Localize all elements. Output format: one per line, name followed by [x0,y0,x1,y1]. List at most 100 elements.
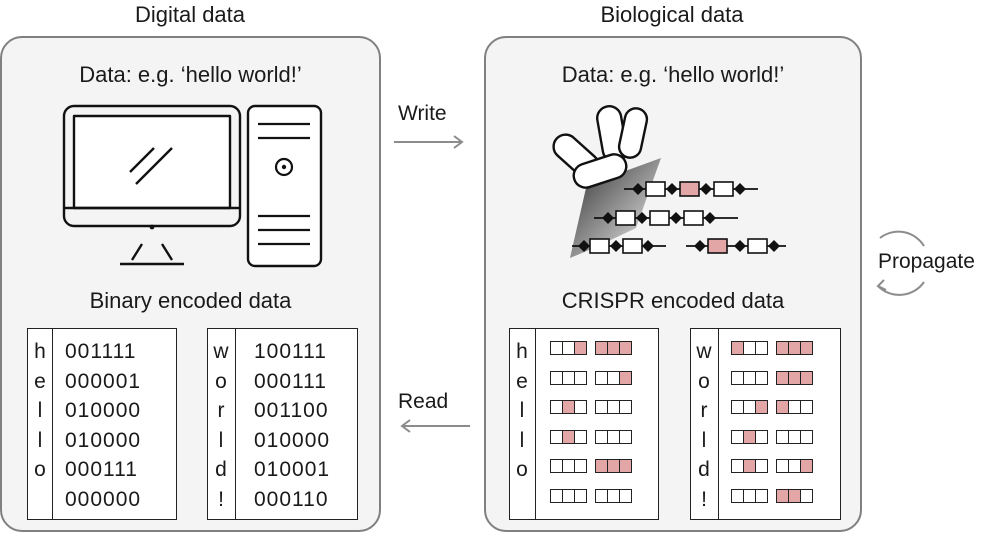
spacer-block-filled [800,370,814,385]
letter: w [213,340,229,363]
crispr-block-row [550,459,641,489]
letter: h [34,340,46,363]
binary-code: 010000 [65,428,142,452]
crispr-block-group [776,459,814,474]
binary-code: 100111 [254,340,327,363]
crispr-array-icon [572,181,786,254]
crispr-block-row [731,459,822,489]
crispr-block-row [550,370,641,401]
crispr-block-group [550,400,587,415]
spacer-block-empty [619,488,633,503]
crispr-block-group [550,488,587,503]
letter: ! [218,487,224,511]
letter: e [34,369,46,393]
binary-table-hello: h e l l o 001111 000001 010000 010000 00… [27,328,177,520]
binary-encoded-title: Binary encoded data [89,288,292,313]
crispr-block-row [731,370,822,401]
spacer-block-empty [573,488,587,503]
letter: d [698,458,710,482]
binary-code: 001111 [65,340,137,363]
letters-column: h e l l o [28,337,52,515]
crispr-block-group [595,400,633,415]
crispr-block-group [731,459,768,474]
crispr-block-group [776,400,814,415]
spacer-block-empty [800,488,814,503]
write-arrow [394,135,464,149]
letter: l [37,428,43,452]
binary-code: 000000 [65,487,142,511]
letter: r [217,399,225,423]
letters-column: w o r l d ! [209,337,233,515]
crispr-block-group [595,341,633,355]
crispr-blocks-column [731,341,822,519]
letter: l [519,428,525,452]
crispr-block-group [776,370,814,385]
letter: w [696,340,712,363]
crispr-block-row [731,341,822,371]
binary-code: 000111 [65,458,138,482]
biological-data-title: Data: e.g. ‘hello world!’ [561,62,785,87]
computer-monitor-icon [62,104,242,266]
spacer-block-filled [573,341,587,355]
write-label: Write [398,102,447,125]
codes-column: 100111 000111 001100 010000 010001 00011… [254,337,330,515]
crispr-block-group [731,488,768,503]
read-label: Read [398,390,449,413]
crispr-block-group [776,488,814,503]
spacer-block-filled [619,341,633,355]
spacer-block-empty [800,400,814,415]
crispr-block-group [731,341,768,355]
crispr-block-row [731,429,822,460]
binary-code: 000111 [254,369,327,393]
propagate-label: Propagate [878,250,975,273]
letter: l [701,428,707,452]
crispr-block-row [550,400,641,430]
crispr-block-group [731,429,768,444]
biological-data-heading: Biological data [600,2,744,27]
crispr-block-group [776,429,814,444]
crispr-block-row [550,488,641,519]
binary-table-world: w o r l d ! 100111 000111 001100 010000 … [207,328,358,520]
binary-code: 001100 [254,399,329,423]
spacer-block-filled [800,341,814,355]
letter: l [37,399,43,423]
letter: d [215,458,227,482]
read-arrow [400,419,470,433]
binary-code: 000110 [254,487,329,511]
digital-data-panel: Data: e.g. ‘hello world!’ Binary encod [0,36,381,532]
crispr-block-group [731,370,768,385]
crispr-block-group [595,370,633,385]
letter: e [516,369,528,393]
binary-code: 000001 [65,369,142,393]
crispr-block-row [731,400,822,430]
digital-data-heading: Digital data [134,2,246,27]
letters-column: w o r l d ! [692,337,716,515]
crispr-table-hello: h e l l o [509,328,659,520]
binary-code: 010000 [65,399,142,423]
biological-data-panel: Data: e.g. ‘hello world!’ [484,36,862,532]
letter: o [34,458,46,482]
spacer-block-empty [754,341,768,355]
bacteria-cells-icon [552,105,661,258]
binary-code: 010000 [254,428,331,452]
letter [510,485,534,515]
spacer-block-empty [619,429,633,444]
letter: ! [701,487,707,511]
crispr-table-world: w o r l d ! [690,328,841,520]
letter: o [215,369,227,393]
crispr-block-group [595,488,633,503]
spacer-block-filled [754,400,768,415]
crispr-block-group [550,459,587,474]
crispr-block-group [731,400,768,415]
spacer-block-empty [573,459,587,474]
crispr-blocks-column [550,341,641,519]
crispr-block-group [550,429,587,444]
letter: l [519,399,525,423]
spacer-block-empty [573,370,587,385]
spacer-block-empty [573,429,587,444]
letter: o [698,369,710,393]
digital-data-title: Data: e.g. ‘hello world!’ [79,62,302,87]
spacer-block-empty [754,429,768,444]
binary-code: 010001 [254,458,331,482]
spacer-block-empty [573,400,587,415]
